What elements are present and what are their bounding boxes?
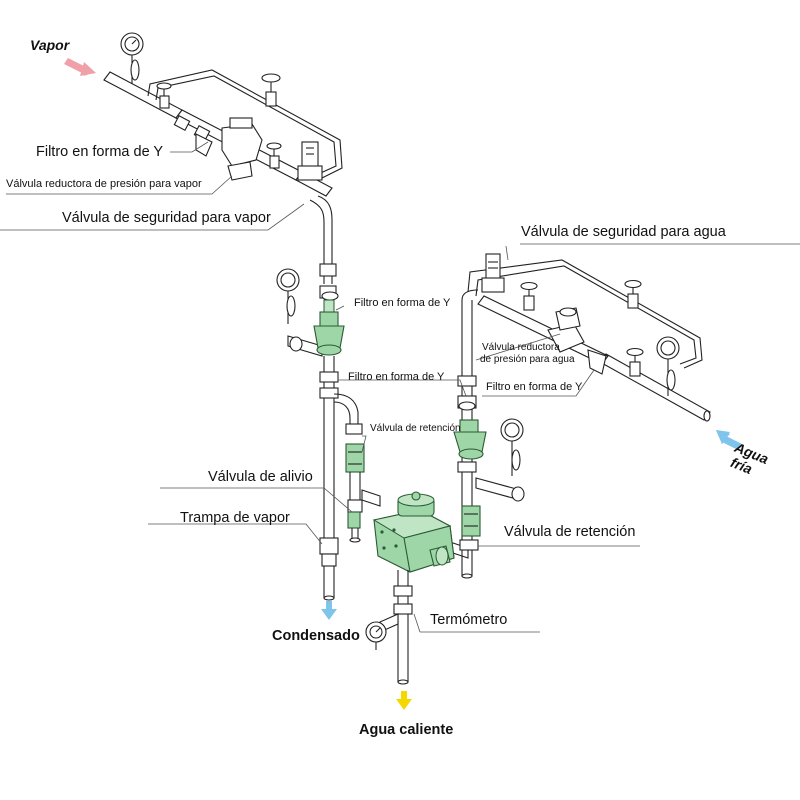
steam-branch-to-heater	[333, 393, 365, 543]
label-filtro-y-vapor: Filtro en forma de Y	[36, 144, 164, 160]
steam-trap	[319, 537, 339, 601]
steam-pressure-gauge	[120, 32, 144, 84]
y-strainer-water	[587, 349, 607, 375]
label-seguridad-agua: Válvula de seguridad para agua	[521, 224, 726, 240]
safety-valve-vapor	[297, 141, 323, 181]
label-filtro-y-agua: Filtro en forma de Y	[486, 381, 583, 393]
label-reductora-agua-1: Válvula reductora	[482, 342, 560, 353]
water-manifold	[467, 259, 703, 377]
water-pressure-gauge	[656, 336, 680, 396]
label-retencion-big: Válvula de retención	[504, 524, 636, 540]
hot-water-outlet	[379, 570, 413, 685]
pressure-reducing-valve-vapor	[221, 117, 263, 181]
agua-fria-arrow	[716, 430, 742, 450]
label-termometro: Termómetro	[430, 612, 508, 628]
label-condensado: Condensado	[272, 628, 360, 644]
water-down-pipe	[453, 289, 525, 579]
label-seguridad-vapor: Válvula de seguridad para vapor	[62, 210, 271, 226]
steam-down-pipe	[276, 195, 339, 357]
y-strainer-vapor	[195, 133, 213, 157]
steam-vertical-pipe	[319, 356, 339, 540]
label-trampa-vapor: Trampa de vapor	[180, 510, 290, 526]
safety-valve-water	[481, 253, 505, 293]
label-vapor: Vapor	[30, 37, 70, 53]
condensado-arrow	[321, 601, 337, 620]
agua-caliente-arrow	[396, 691, 412, 710]
label-reductora-agua-2: de presión para agua	[480, 354, 575, 365]
heat-exchanger	[372, 491, 455, 573]
label-filtro-y-low: Filtro en forma de Y	[348, 371, 445, 383]
leader-lines	[0, 141, 800, 633]
label-alivio: Válvula de alivio	[208, 469, 313, 485]
vapor-inlet-arrow	[64, 58, 96, 76]
label-agua-caliente: Agua caliente	[359, 722, 454, 738]
y-strainer-green	[313, 299, 345, 356]
label-filtro-y-mid: Filtro en forma de Y	[354, 297, 451, 309]
pressure-reducing-valve-water	[547, 307, 585, 353]
label-retencion-small: Válvula de retención	[370, 423, 461, 434]
label-reductora-vapor: Válvula reductora de presión para vapor	[6, 178, 202, 190]
thermometer	[365, 621, 387, 650]
